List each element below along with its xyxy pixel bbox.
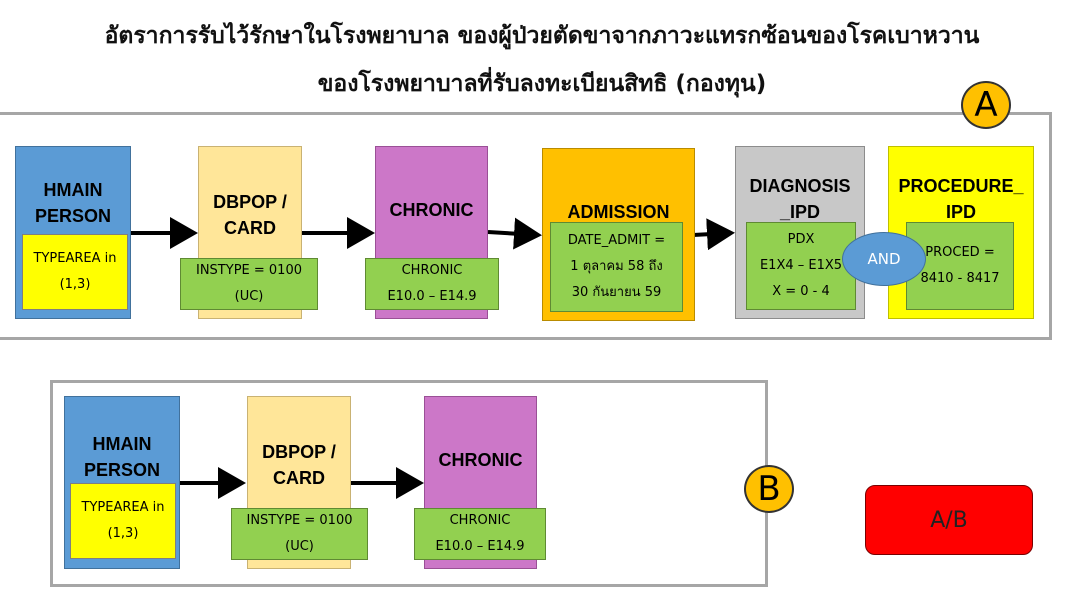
a-chronic-condition: CHRONIC E10.0 – E14.9 — [365, 258, 499, 310]
arrow-a-admission-to-diagnosis — [692, 218, 735, 251]
diagram-title-line-1: อัตราการรับไว้รักษาในโรงพยาบาล ของผู้ป่ว… — [104, 23, 980, 49]
section-a-badge: A — [961, 81, 1011, 129]
diagram-title-line-2: ของโรงพยาบาลที่รับลงทะเบียนสิทธิ (กองทุน… — [317, 71, 767, 97]
a-pdx-condition: PDX E1X4 – E1X5 X = 0 - 4 — [746, 222, 856, 310]
b-dbpop-card-label: DBPOP / CARD — [262, 442, 336, 488]
b-hmain-person-label: HMAIN PERSON — [83, 434, 161, 480]
and-connector: AND — [842, 232, 926, 286]
a-instype-condition: INSTYPE = 0100 (UC) — [180, 258, 318, 310]
ratio-a-over-b-box: A/B — [865, 485, 1033, 555]
a-diagnosis-ipd-label: DIAGNOSIS _IPD — [749, 176, 851, 222]
section-a-badge-label: A — [974, 85, 998, 125]
a-chronic-label: CHRONIC — [389, 200, 474, 220]
b-typearea-condition: TYPEAREA in (1,3) — [70, 483, 176, 559]
a-typearea-condition: TYPEAREA in (1,3) — [22, 234, 128, 310]
b-chronic-condition: CHRONIC E10.0 – E14.9 — [414, 508, 546, 560]
b-chronic-label: CHRONIC — [438, 450, 523, 470]
section-b-badge: B — [744, 465, 794, 513]
a-dbpop-card-label: DBPOP / CARD — [213, 192, 287, 238]
a-admission-label: ADMISSION — [567, 202, 670, 222]
a-date-admit-condition: DATE_ADMIT = 1 ตุลาคม 58 ถึง 30 กันยายน … — [550, 222, 683, 312]
a-hmain-person-label: HMAIN PERSON — [34, 180, 112, 226]
arrow-a-chronic-to-admission — [487, 217, 542, 250]
b-instype-condition: INSTYPE = 0100 (UC) — [231, 508, 368, 560]
and-connector-label: AND — [867, 250, 901, 268]
a-procedure-ipd-label: PROCEDURE_ IPD — [898, 176, 1024, 222]
section-b-badge-label: B — [757, 469, 781, 509]
ratio-a-over-b-label: A/B — [930, 507, 968, 533]
